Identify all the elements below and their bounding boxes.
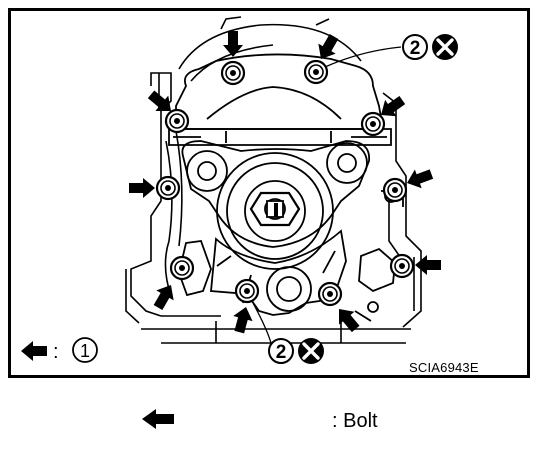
front-cover xyxy=(168,53,404,322)
arrow-mid-right xyxy=(403,164,435,193)
footer-bolt-label: : Bolt xyxy=(332,410,378,432)
bolt-pointer-arrow-icon xyxy=(142,409,174,429)
bolt-pointer-arrow-icon xyxy=(21,341,47,361)
inner-legend: : 1 xyxy=(21,337,98,363)
bolt-top-right xyxy=(303,59,329,85)
callout-bottom-no-reuse: 2 xyxy=(268,338,324,364)
figure-frame: 2 2 : 1 SCIA6943E xyxy=(8,8,530,378)
callout-leaders xyxy=(252,46,402,344)
bolt-mid-left xyxy=(155,175,181,201)
bolt-upper-left xyxy=(164,108,190,134)
engine-front-cover-diagram: 2 2 : 1 xyxy=(21,16,458,364)
callout-top-number: 2 xyxy=(410,38,421,59)
engine-block-outline xyxy=(125,16,422,344)
bolt-bottom-center-left xyxy=(234,278,260,304)
bolt-lower-left xyxy=(169,255,195,281)
arrow-lower-right xyxy=(415,255,441,275)
arrow-lower-left xyxy=(149,280,180,313)
figure-code: SCIA6943E xyxy=(409,360,479,375)
legend-colon: : xyxy=(53,341,59,363)
bolt-mid-right xyxy=(382,177,408,203)
arrow-bottom-center-right xyxy=(331,302,364,336)
arrow-bottom-center-left xyxy=(229,304,256,335)
arrow-mid-left xyxy=(129,178,155,198)
bolt-bottom-center-right xyxy=(317,281,343,307)
bolt-top-left xyxy=(220,60,246,86)
arrow-top-left xyxy=(223,31,243,57)
callout-top-no-reuse: 2 xyxy=(402,34,458,60)
legend-number-1: 1 xyxy=(80,341,90,361)
bolt-lower-right xyxy=(389,253,415,279)
callout-bottom-number: 2 xyxy=(276,342,287,363)
bolt-upper-right xyxy=(360,111,386,137)
